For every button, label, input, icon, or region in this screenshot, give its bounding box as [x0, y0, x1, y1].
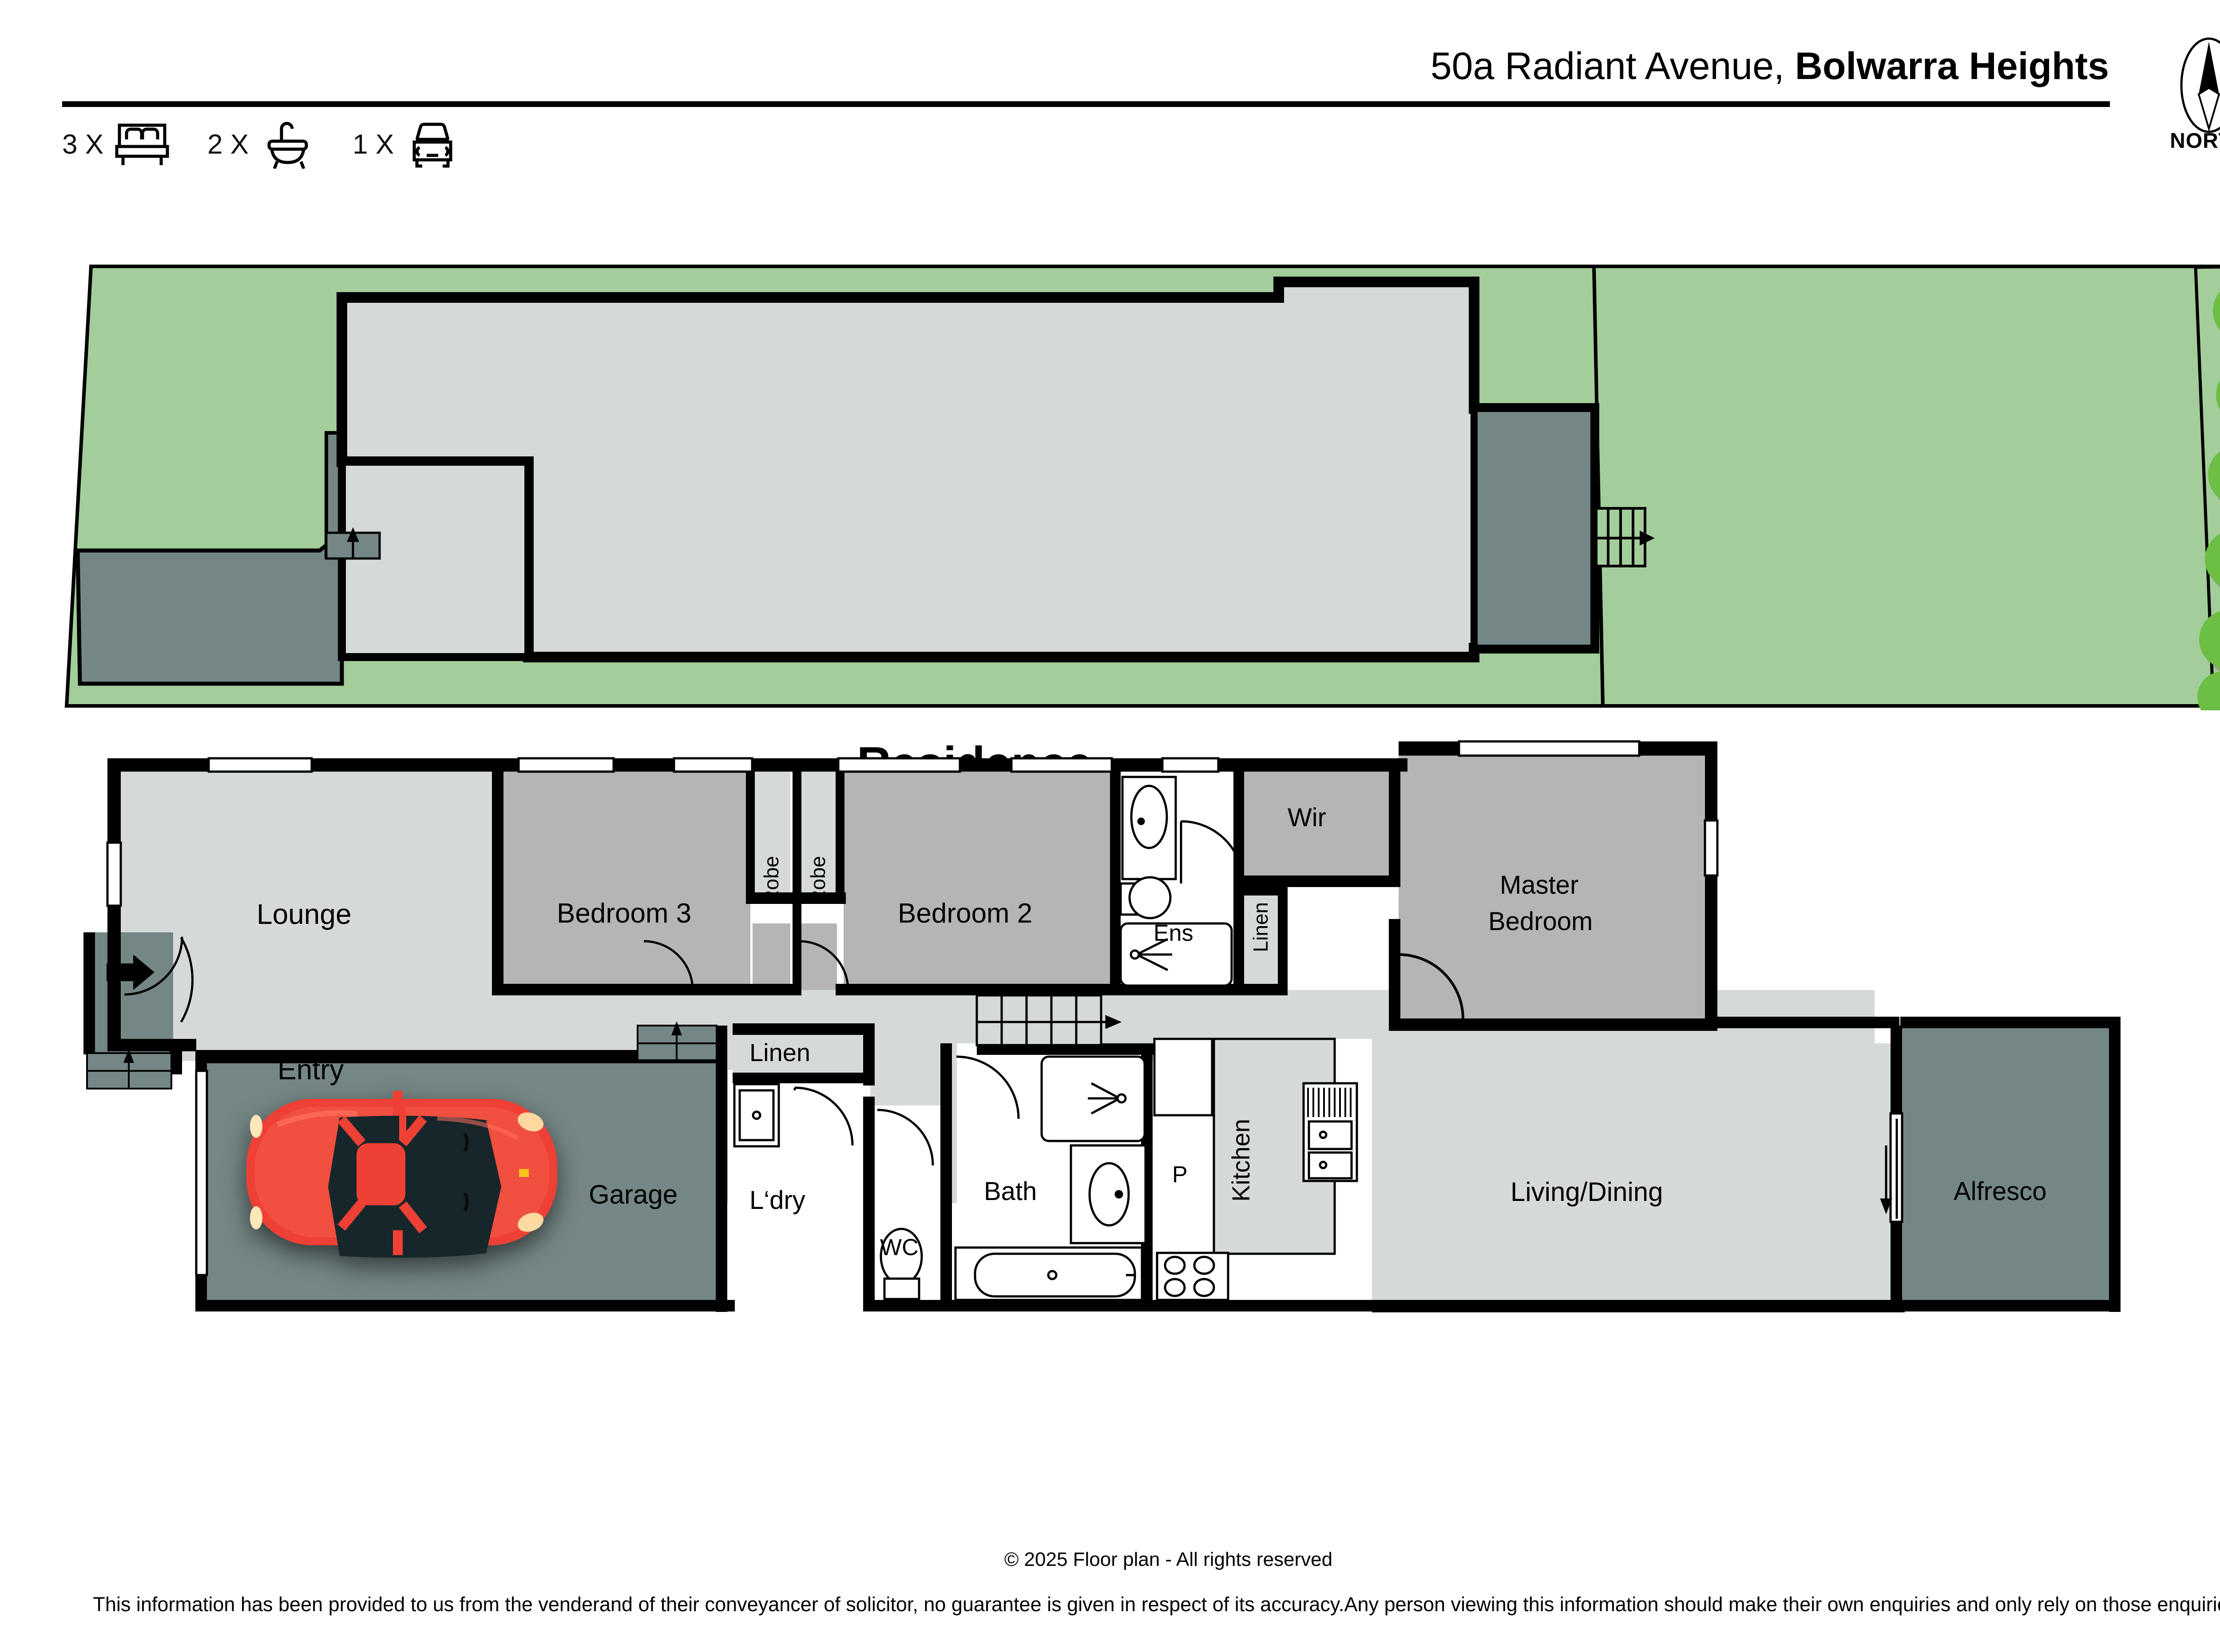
room-fill-linen-upper [1243, 888, 1279, 990]
fixture-bath [954, 1055, 1147, 1301]
stairs [975, 994, 1122, 1046]
windows [106, 740, 1903, 1223]
room-label-linen-lower: Linen [749, 1038, 811, 1066]
room-label-master-1: Master [1500, 871, 1579, 899]
room-label-bedroom2: Bedroom 2 [898, 898, 1033, 929]
room-fill-bedroom2 [844, 768, 1110, 990]
feature-summary: 3 X 2 X [62, 120, 461, 170]
door-bath [956, 1055, 1020, 1119]
room-fill-porch [84, 932, 173, 1052]
fixture-wc [880, 1228, 923, 1300]
address-suburb: Bolwarra Heights [1795, 45, 2109, 87]
door-laundry [794, 1086, 854, 1146]
garage-door [195, 1070, 208, 1276]
room-fill-robe-lower2 [799, 923, 837, 990]
page-title: 50a Radiant Avenue, Bolwarra Heights [1248, 44, 2109, 88]
room-fill-linen-lower [733, 1034, 870, 1074]
room-label-pantry: P [1172, 1162, 1188, 1188]
site-plan: Residence Garage Alfresco [62, 258, 2220, 852]
room-fill-robe1 [753, 768, 790, 897]
room-label-robe-1: Robe [760, 856, 783, 905]
slider-alfresco [1880, 1119, 1898, 1219]
address-street: 50a Radiant Avenue, [1430, 45, 1795, 87]
driveway [75, 528, 344, 686]
bedroom-count: 3 X [62, 129, 104, 160]
door-bedroom2 [799, 940, 849, 990]
room-fill-robe-lower1 [753, 923, 790, 990]
alfresco-slab [1471, 405, 1598, 652]
fixture-ens [1119, 776, 1233, 987]
garage-footprint [338, 458, 532, 661]
room-fill-lounge [116, 768, 493, 1043]
room-label-laundry: L‘dry [749, 1186, 805, 1215]
footer-disclaimer: This information has been provided to us… [93, 1593, 2220, 1616]
room-label-wir: Wir [1288, 803, 1326, 832]
room-label-living-dining: Living/Dining [1510, 1177, 1663, 1207]
fixture-kitchen [1153, 1038, 1358, 1301]
room-label-ens: Ens [1154, 920, 1193, 946]
entry-steps [86, 1049, 172, 1089]
bed-icon [113, 120, 171, 169]
room-label-robe-2: Robe [806, 856, 829, 905]
walls [83, 741, 2121, 1312]
feature-bedrooms: 3 X [62, 120, 171, 169]
room-label-alfresco: Alfresco [1954, 1177, 2047, 1206]
door-bedroom3 [643, 940, 694, 990]
room-label-wc: WC [880, 1235, 919, 1260]
garage-step [637, 1021, 718, 1061]
room-fill-alfresco [1900, 1017, 2118, 1310]
car-icon [404, 120, 461, 169]
room-label-lounge: Lounge [257, 898, 352, 930]
room-label-entry: Entry [278, 1054, 344, 1085]
door-wc [877, 1109, 934, 1166]
entry-door [107, 936, 194, 1023]
room-fill-bedroom3 [502, 768, 750, 990]
feature-bathrooms: 2 X [207, 120, 316, 170]
door-ens [1181, 820, 1245, 884]
room-label-bath: Bath [984, 1177, 1037, 1206]
room-label-linen-upper: Linen [1249, 902, 1272, 952]
compass-north-icon [2158, 36, 2220, 138]
bathroom-count: 2 X [207, 129, 249, 160]
title-divider [62, 101, 2110, 107]
car-icon [246, 1091, 557, 1258]
entry-step [325, 527, 381, 560]
floor-plan: Lounge Entry Bedroom 3 Robe Robe Bedroom… [0, 733, 2220, 1532]
room-label-master-2: Bedroom [1488, 907, 1593, 936]
car-count: 1 X [353, 129, 394, 160]
tree-row [2197, 291, 2220, 710]
compass-label: NORTH [2170, 129, 2220, 153]
room-fill-living [1372, 1043, 1896, 1310]
door-master [1398, 953, 1464, 1019]
bathtub-icon [258, 120, 316, 170]
alfresco-steps [1595, 507, 1655, 567]
room-label-kitchen: Kitchen [1227, 1119, 1255, 1202]
room-fill-robe2 [799, 768, 837, 897]
room-label-bedroom3: Bedroom 3 [557, 898, 692, 929]
fixture-laundry [733, 1083, 780, 1148]
feature-carspaces: 1 X [353, 120, 461, 169]
footer-copyright: © 2025 Floor plan - All rights reserved [1004, 1549, 1333, 1570]
room-label-garage: Garage [589, 1180, 678, 1209]
